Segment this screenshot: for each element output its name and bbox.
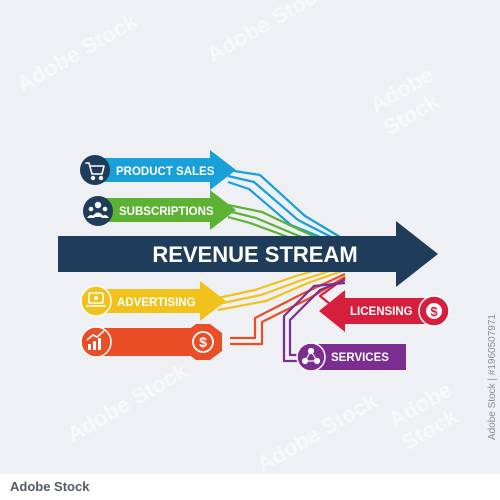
services-label: SERVICES [331,352,389,364]
services-bar [306,344,406,370]
product-sales-label: PRODUCT SALES [116,166,215,178]
product-sales-icon-badge [80,155,110,185]
item-advertising: ADVERTISING [80,281,226,321]
connector-product-sales [227,168,346,241]
sales-growth-octagon [184,324,222,360]
title-arrow: REVENUE STREAM [58,221,438,287]
growth-chart-icon [86,330,105,350]
connector-sales-growth-2 [230,276,346,346]
stock-id-label: Adobe Stock | #1960507971 [487,313,498,440]
stock-brand-footer: Adobe Stock [0,474,500,500]
connector-product-sales-2 [227,174,346,245]
network-icon [301,347,321,365]
subscriptions-arrow [92,190,236,230]
item-product-sales: PRODUCT SALES [80,150,236,190]
dollar-icon: $ [430,304,438,319]
item-services: SERVICES [296,342,406,372]
subscriptions-icon-badge [83,196,113,226]
sales-growth-bar [92,328,196,356]
advertising-label: ADVERTISING [117,297,196,309]
connector-sales-growth [230,273,346,340]
title-arrow-shape [58,221,438,287]
item-licensing: $ LICENSING [319,290,450,332]
item-sales-growth: $ [80,324,222,360]
users-icon [87,201,109,218]
licensing-dollar-ring [426,303,442,319]
connector-services [288,278,346,357]
advertising-arrow [92,281,226,321]
connector-advertising-3 [217,268,346,312]
diagram-title: REVENUE STREAM [152,242,357,267]
licensing-label: LICENSING [350,306,413,318]
product-sales-arrow [92,150,236,190]
shopping-cart-icon [85,162,105,181]
connector-advertising-2 [217,264,346,306]
services-icon-badge [296,342,326,372]
dollar-icon: $ [199,334,207,350]
connector-services-2 [282,281,346,363]
subscriptions-label: SUBSCRIPTIONS [119,206,214,218]
laptop-icon [86,292,106,307]
dollar-badge [192,331,214,353]
advertising-icon-badge [80,285,112,317]
licensing-arrow [319,290,440,332]
item-subscriptions: SUBSCRIPTIONS [83,190,236,230]
